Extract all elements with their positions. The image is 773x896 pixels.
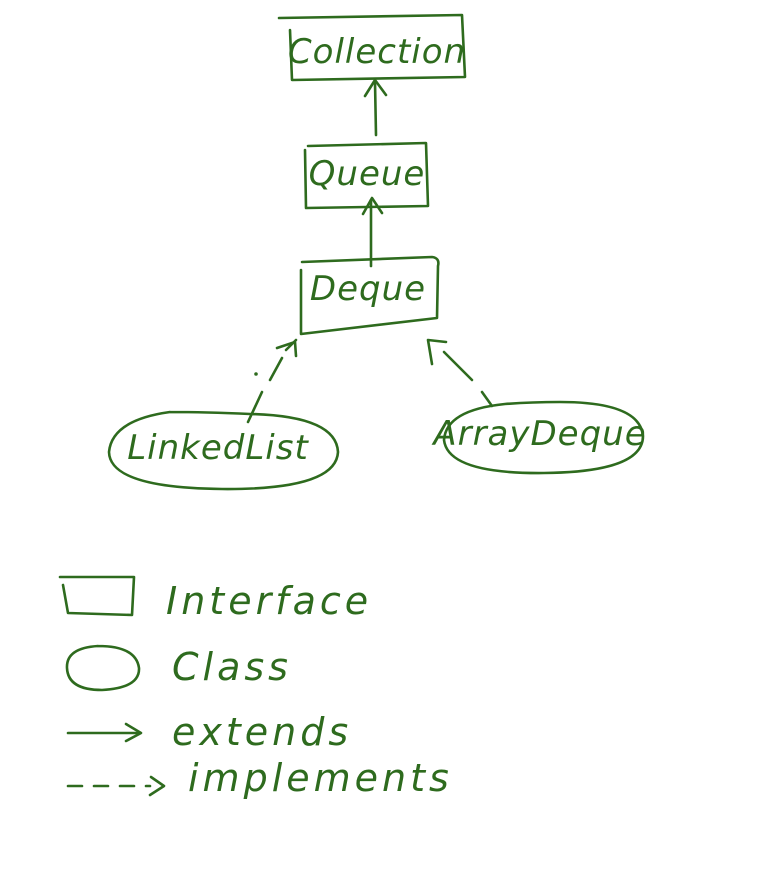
edge-queue-extends-collection	[363, 78, 388, 137]
legend-implements-label: implements	[188, 756, 453, 800]
legend-class: Class	[65, 644, 292, 692]
dash-segment	[246, 390, 264, 424]
arrow-head-icon	[275, 340, 298, 358]
arrow-head-icon	[361, 196, 384, 216]
class-ellipse-shape	[107, 410, 340, 491]
arrow-head-icon	[148, 775, 166, 797]
node-arraydeque-label: ArrayDeque	[431, 414, 646, 454]
arrow-head-icon	[363, 78, 388, 98]
node-queue-label: Queue	[309, 154, 426, 194]
legend-interface-label: Interface	[166, 579, 372, 623]
node-collection-label: Collection	[288, 32, 466, 72]
node-deque: Deque	[299, 255, 440, 336]
class-ellipse-shape	[442, 400, 645, 475]
arrow-shaft	[373, 80, 378, 137]
dash-segment	[442, 350, 474, 382]
dash-segment	[268, 356, 284, 382]
legend-implements: implements	[66, 756, 453, 800]
node-linkedlist: LinkedList	[107, 410, 340, 491]
legend-class-ellipse-icon	[65, 644, 141, 692]
node-linkedlist-label: LinkedList	[127, 428, 309, 468]
legend: Interface Class extends implements	[58, 575, 453, 800]
node-queue: Queue	[303, 141, 430, 210]
legend-extends: extends	[66, 710, 352, 754]
node-arraydeque: ArrayDeque	[431, 400, 646, 475]
interface-box-shape	[277, 13, 467, 82]
arrow-head-icon	[124, 722, 143, 743]
edge-linkedlist-implements-deque	[246, 338, 298, 424]
arrow-head-icon	[426, 338, 448, 366]
legend-interface-box-icon	[58, 575, 136, 617]
node-deque-label: Deque	[310, 269, 426, 309]
legend-extends-label: extends	[172, 710, 352, 754]
legend-interface: Interface	[58, 575, 372, 623]
edge-deque-extends-queue	[361, 196, 384, 268]
interface-box-shape	[303, 141, 430, 210]
ink-dot	[254, 372, 258, 376]
legend-class-label: Class	[172, 645, 292, 689]
interface-box-shape	[299, 255, 440, 336]
node-collection: Collection	[277, 13, 467, 82]
dash-segment	[480, 390, 494, 408]
edge-arraydeque-implements-deque	[426, 338, 494, 408]
